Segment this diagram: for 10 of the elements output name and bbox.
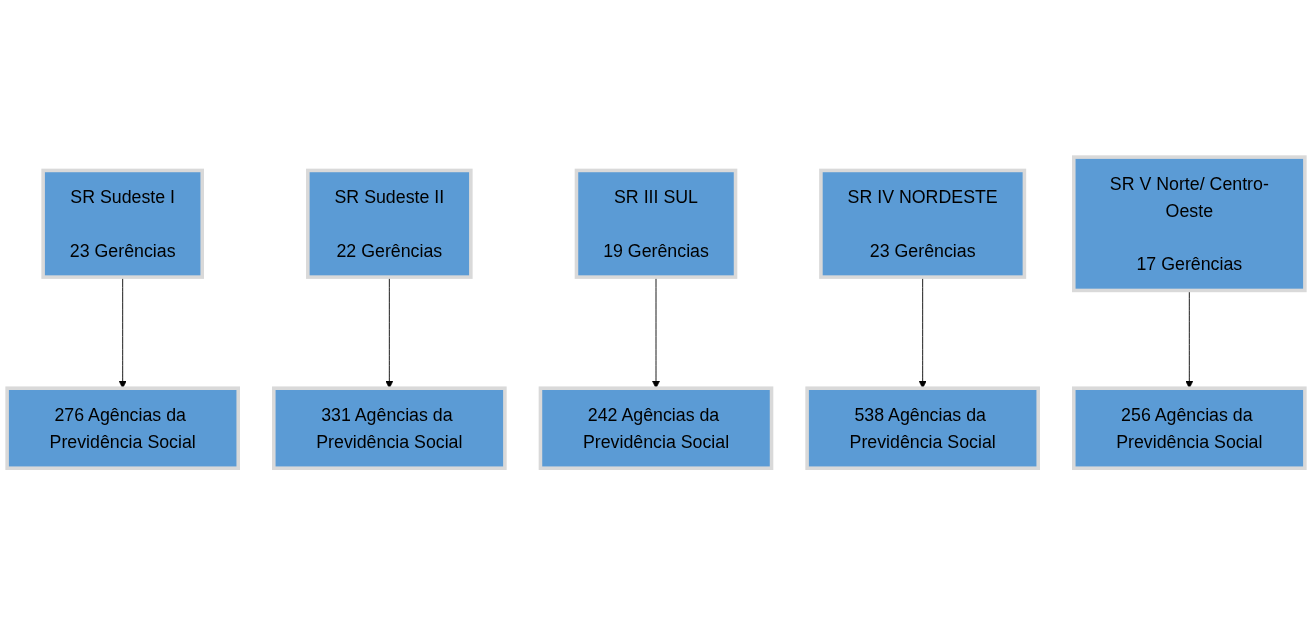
node-box: 242 Agências da Previdência Social <box>538 386 774 470</box>
node-box: 538 Agências da Previdência Social <box>805 386 1040 470</box>
node-box: SR III SUL 19 Gerências <box>574 168 738 279</box>
node-box: 331 Agências da Previdência Social <box>272 386 507 470</box>
node-box: SR IV NORDESTE 23 Gerências <box>819 168 1027 279</box>
node-box: SR Sudeste II 22 Gerências <box>306 168 473 279</box>
node-box: SR V Norte/ Centro-Oeste 17 Gerências <box>1072 155 1307 293</box>
node-box: 256 Agências da Previdência Social <box>1072 386 1307 470</box>
node-box: SR Sudeste I 23 Gerências <box>41 168 204 279</box>
node-box: 276 Agências da Previdência Social <box>5 386 240 470</box>
